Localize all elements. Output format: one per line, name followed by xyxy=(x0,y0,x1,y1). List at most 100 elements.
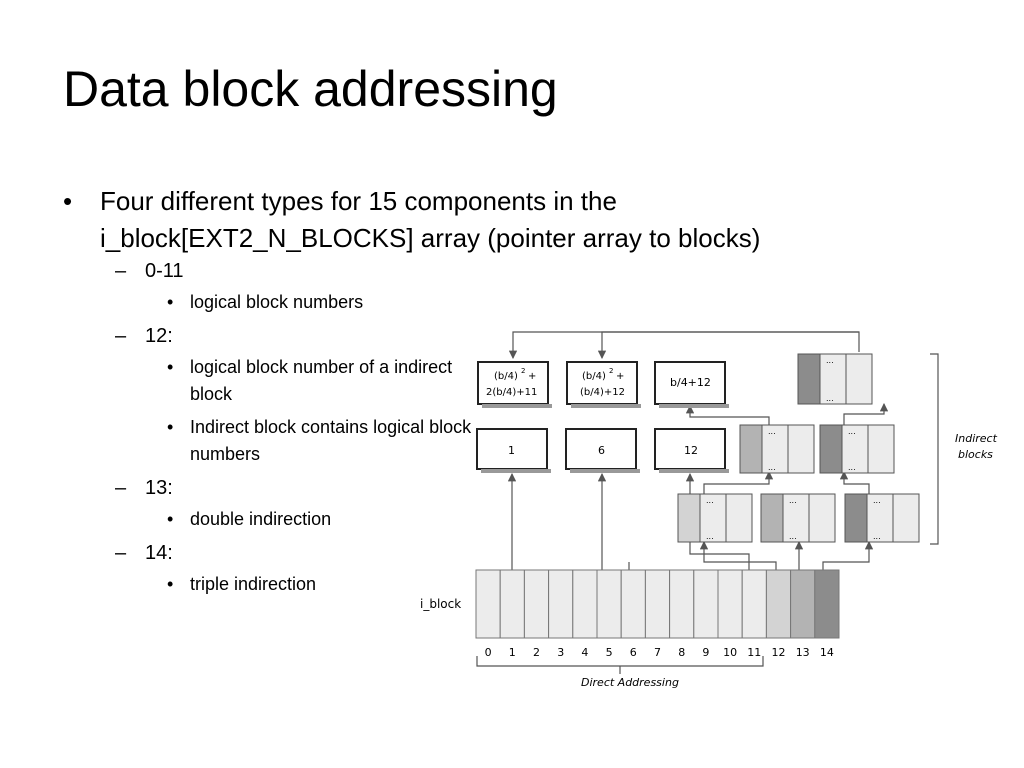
i-block-cell xyxy=(620,569,646,639)
dash-mark: – xyxy=(115,542,127,564)
formula-b-plus: + xyxy=(616,371,624,382)
sub-sub-bullet: • logical block number of a indirect blo… xyxy=(63,354,490,408)
bullet-dot: • xyxy=(167,417,174,437)
formula-b-line1: (b/4) xyxy=(582,371,606,382)
ellipsis: ... xyxy=(848,463,856,472)
formula-a-exp: 2 xyxy=(521,367,525,375)
data-block-6: 6 xyxy=(565,428,640,473)
bullet-main-text: Four different types for 15 components i… xyxy=(100,186,761,253)
i-block-cell xyxy=(572,569,598,639)
indirect-block-double-b: ... ... xyxy=(819,424,895,474)
dash-mark: – xyxy=(115,477,127,499)
indirect-block-triple-mid: ... ... xyxy=(844,493,920,543)
formula-b-exp: 2 xyxy=(609,367,613,375)
i-block-index: 1 xyxy=(509,646,516,659)
i-block-cell xyxy=(475,569,501,639)
i-block-index: 12 xyxy=(772,646,786,659)
i-block-index: 6 xyxy=(630,646,637,659)
sub-sub-bullet: • logical block numbers xyxy=(63,289,490,316)
ellipsis: ... xyxy=(789,532,797,541)
data-block-formula-a: (b/4) 2 + 2(b/4)+11 xyxy=(477,361,552,408)
sub-bullet-text: 14: xyxy=(145,542,173,564)
i-block-index: 0 xyxy=(485,646,492,659)
indirect-block-triple-top: ... ... xyxy=(797,353,873,405)
i-block-array xyxy=(475,569,840,639)
i-block-cell xyxy=(790,569,816,639)
slide-title: Data block addressing xyxy=(63,61,558,117)
dash-mark: – xyxy=(115,325,127,347)
ellipsis: ... xyxy=(706,532,714,541)
i-block-index: 4 xyxy=(581,646,588,659)
indirect-block-single: ... ... xyxy=(677,493,753,543)
block-addressing-diagram: (b/4) 2 + 2(b/4)+11 (b/4) 2 + (b/4)+12 b… xyxy=(420,331,998,689)
formula-b-line2: (b/4)+12 xyxy=(580,387,625,398)
i-block-cell xyxy=(741,569,767,639)
data-block-1: 1 xyxy=(476,428,551,473)
sub-sub-bullet: • Indirect block contains logical block … xyxy=(63,414,490,468)
i-block-label: i_block xyxy=(420,597,461,611)
sub-sub-bullet-text: logical block numbers xyxy=(190,292,364,312)
indirect-block-double-top: ... ... xyxy=(760,493,836,543)
formula-a-line1: (b/4) xyxy=(494,371,518,382)
i-block-index: 14 xyxy=(820,646,834,659)
dash-mark: – xyxy=(115,260,127,282)
data-block-12: 12 xyxy=(654,428,729,473)
sub-sub-bullet-text: triple indirection xyxy=(190,574,317,594)
ellipsis: ... xyxy=(873,496,881,505)
sub-bullet-13: – 13: xyxy=(63,474,923,502)
sub-sub-bullet-text: Indirect block contains logical block nu… xyxy=(190,417,472,464)
bullet-dot: • xyxy=(63,186,73,216)
i-block-index: 9 xyxy=(702,646,709,659)
bullet-list: • Four different types for 15 components… xyxy=(63,183,923,598)
data-block-label: 1 xyxy=(508,444,515,457)
i-block-cell xyxy=(644,569,671,639)
i-block-index: 7 xyxy=(654,646,661,659)
data-block-top-3: b/4+12 xyxy=(654,361,729,408)
ellipsis: ... xyxy=(848,427,856,436)
formula-a-plus: + xyxy=(528,371,536,382)
ellipsis: ... xyxy=(768,463,776,472)
i-block-cell xyxy=(499,569,525,639)
ellipsis: ... xyxy=(826,356,834,365)
bullet-dot: • xyxy=(167,509,174,529)
bullet-main: • Four different types for 15 components… xyxy=(63,183,923,257)
i-block-cell xyxy=(693,569,719,639)
sub-sub-bullet-text: double indirection xyxy=(190,509,332,529)
ellipsis: ... xyxy=(768,427,776,436)
ellipsis: ... xyxy=(826,394,834,403)
data-block-label: 6 xyxy=(598,444,605,457)
i-block-cell xyxy=(717,569,743,639)
ellipsis: ... xyxy=(789,496,797,505)
formula-a-line2: 2(b/4)+11 xyxy=(486,387,537,398)
i-block-cell xyxy=(814,569,840,639)
i-block-cell xyxy=(669,569,695,639)
data-block-formula-b: (b/4) 2 + (b/4)+12 xyxy=(566,361,641,408)
i-block-cell xyxy=(765,569,792,639)
sub-sub-bullet: • triple indirection xyxy=(63,571,490,598)
ellipsis: ... xyxy=(873,532,881,541)
i-block-index: 8 xyxy=(678,646,685,659)
data-block-label: b/4+12 xyxy=(670,376,711,389)
i-block-cell xyxy=(596,569,622,639)
i-block-index: 10 xyxy=(723,646,737,659)
sub-bullet-0-11: – 0-11 xyxy=(63,257,923,285)
i-block-index: 3 xyxy=(557,646,564,659)
direct-addressing-bracket: Direct Addressing xyxy=(476,656,764,689)
indirect-label-line1: Indirect xyxy=(955,432,998,445)
indirect-block-double-a: ... ... xyxy=(739,424,815,474)
bullet-dot: • xyxy=(167,357,174,377)
i-block-cell xyxy=(548,569,574,639)
indirect-blocks-bracket: Indirect blocks xyxy=(930,353,998,545)
sub-bullet-14: – 14: xyxy=(63,539,923,567)
data-block-label: 12 xyxy=(684,444,698,457)
ellipsis: ... xyxy=(706,496,714,505)
i-block-index: 2 xyxy=(533,646,540,659)
sub-bullet-text: 0-11 xyxy=(145,260,184,282)
sub-bullet-12: – 12: xyxy=(63,322,923,350)
i-block-index: 13 xyxy=(796,646,810,659)
bullet-dot: • xyxy=(167,292,174,312)
bullet-dot: • xyxy=(167,574,174,594)
sub-sub-bullet-text: logical block number of a indirect block xyxy=(190,357,453,404)
